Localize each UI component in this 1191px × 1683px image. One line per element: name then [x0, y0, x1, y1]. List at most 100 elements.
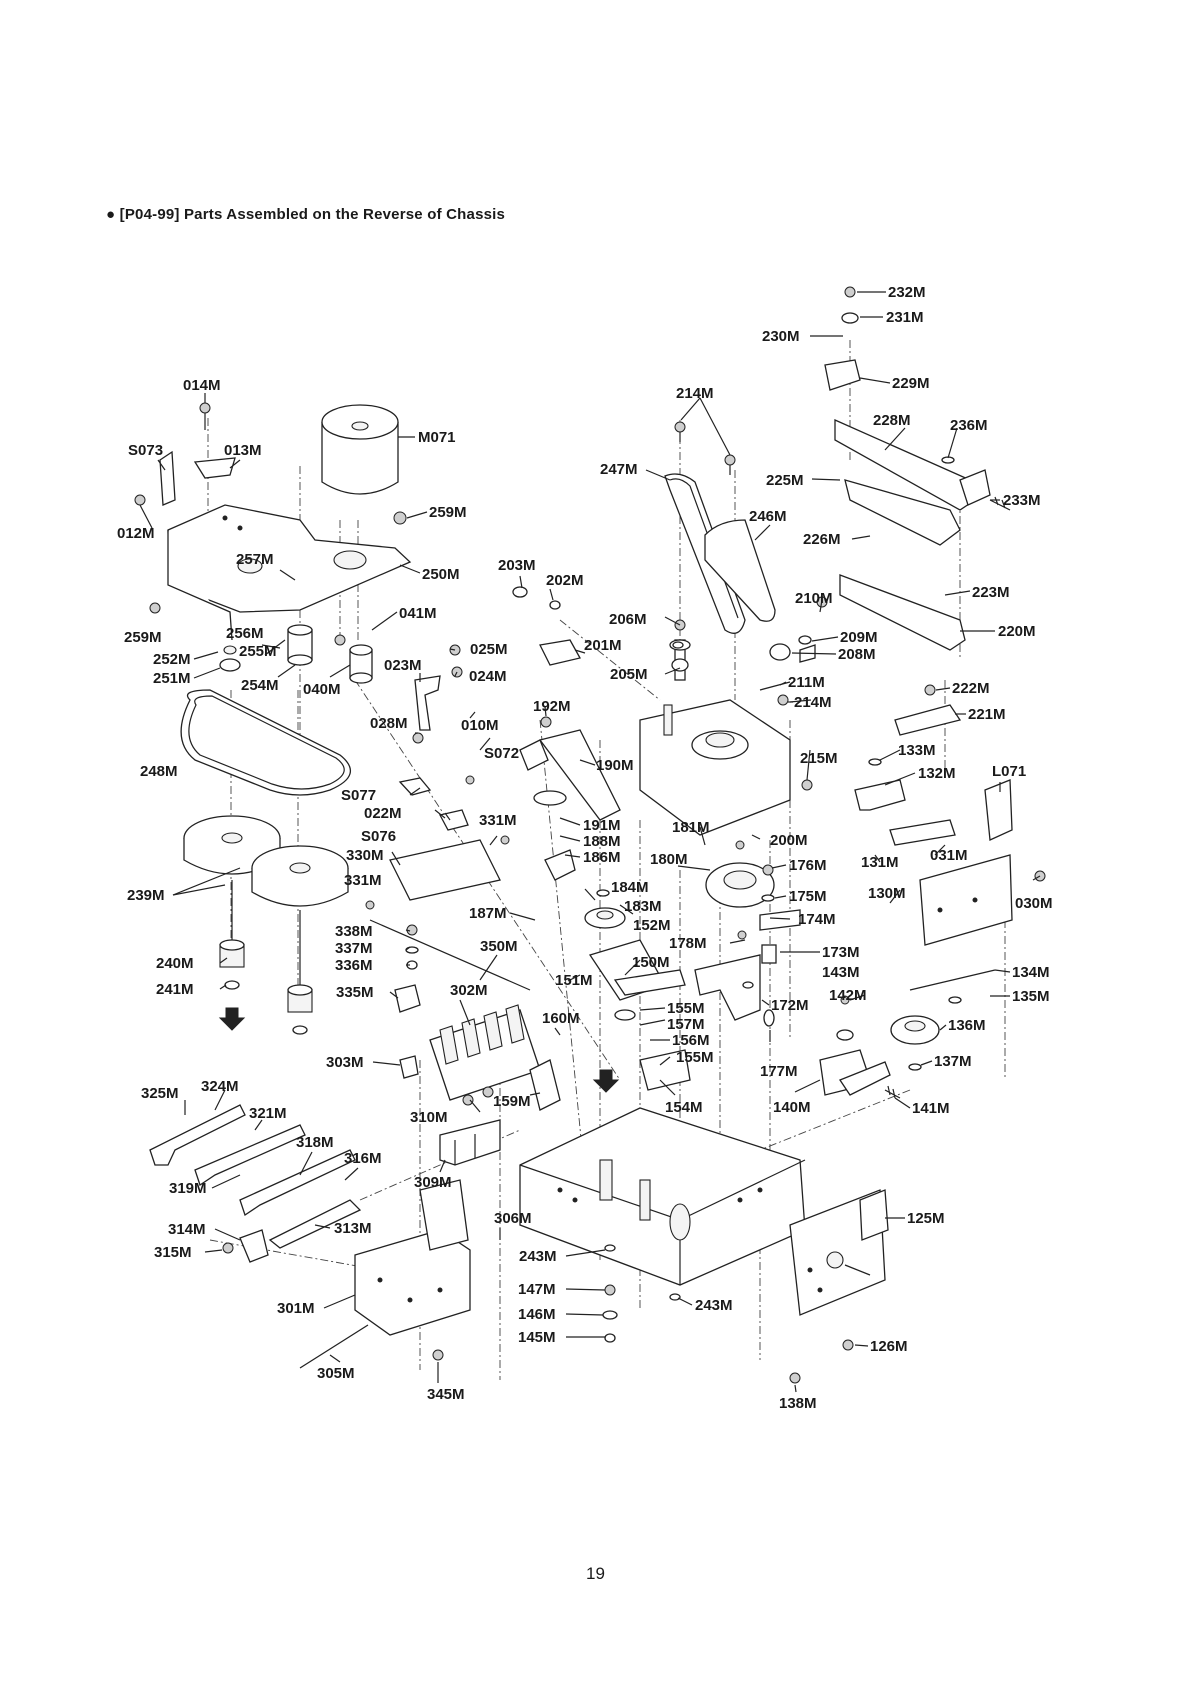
lever-cluster: [365, 644, 531, 991]
part-label-241m: 241M: [156, 981, 194, 998]
bracket-013m: [134, 402, 236, 614]
part-label-201m: 201M: [584, 637, 622, 654]
main-chassis: [519, 1107, 806, 1301]
part-label-150m: 150M: [632, 954, 670, 971]
part-label-256m: 256M: [226, 625, 264, 642]
part-label-226m: 226M: [803, 531, 841, 548]
part-label-173m: 173M: [822, 944, 860, 961]
part-label-200m: 200M: [770, 832, 808, 849]
screws-214m: [674, 421, 736, 475]
part-label-247m: 247M: [600, 461, 638, 478]
leader-lines: [139, 291, 1041, 1393]
part-label-211m: 211M: [788, 674, 825, 691]
part-label-l071: L071: [992, 763, 1026, 780]
part-label-186m: 186M: [583, 849, 621, 866]
part-label-132m: 132M: [918, 765, 956, 782]
part-label-202m: 202M: [546, 572, 584, 589]
part-label-210m: 210M: [795, 590, 833, 607]
small-parts-203m: [512, 586, 689, 672]
part-labels: 232M 231M 230M 229M 228M 236M 225M 233M …: [117, 284, 1053, 1412]
bracket-125m: [789, 1189, 889, 1384]
part-label-187m: 187M: [469, 905, 507, 922]
part-label-m071: M071: [418, 429, 456, 446]
part-label-181m: 181M: [672, 819, 710, 836]
part-label-190m: 190M: [596, 757, 634, 774]
part-label-135m: 135M: [1012, 988, 1050, 1005]
part-label-222m: 222M: [952, 680, 990, 697]
part-label-229m: 229M: [892, 375, 930, 392]
part-label-145m: 145M: [518, 1329, 556, 1346]
flywheels-239m: [183, 815, 349, 985]
part-label-330m: 330M: [346, 847, 384, 864]
part-label-331m-a: 331M: [479, 812, 517, 829]
part-label-205m: 205M: [610, 666, 648, 683]
part-label-192m: 192M: [533, 698, 571, 715]
part-label-126m: 126M: [870, 1338, 908, 1355]
part-label-025m: 025M: [470, 641, 508, 658]
part-label-147m: 147M: [518, 1281, 556, 1298]
title-text: [P04-99] Parts Assembled on the Reverse …: [119, 206, 506, 223]
part-label-325m: 325M: [141, 1085, 179, 1102]
part-label-130m: 130M: [868, 885, 906, 902]
part-label-176m: 176M: [789, 857, 827, 874]
belt-247m: [664, 473, 776, 634]
part-label-315m: 315M: [154, 1244, 192, 1261]
part-label-303m: 303M: [326, 1054, 364, 1071]
part-label-174m: 174M: [798, 911, 836, 928]
part-label-131m: 131M: [861, 854, 899, 871]
part-label-184m: 184M: [611, 879, 649, 896]
plate-130m: [919, 779, 1046, 946]
part-label-254m: 254M: [241, 677, 279, 694]
page-title: ● [P04-99] Parts Assembled on the Revers…: [106, 206, 505, 223]
part-label-137m: 137M: [934, 1053, 972, 1070]
part-label-246m: 246M: [749, 508, 787, 525]
part-label-236m: 236M: [950, 417, 988, 434]
part-label-154m: 154M: [665, 1099, 703, 1116]
part-label-220m: 220M: [998, 623, 1036, 640]
part-label-321m: 321M: [249, 1105, 287, 1122]
screws-147m: [602, 1284, 618, 1343]
part-label-233m: 233M: [1003, 492, 1041, 509]
part-label-319m: 319M: [169, 1180, 207, 1197]
arm-190m: [519, 716, 621, 881]
capstan-gears-240m: [218, 939, 313, 1035]
part-label-156m: 156M: [672, 1032, 710, 1049]
part-label-209m: 209M: [840, 629, 878, 646]
part-label-215m: 215M: [800, 750, 838, 767]
part-label-306m: 306M: [494, 1210, 532, 1227]
part-label-250m: 250M: [422, 566, 460, 583]
part-label-024m: 024M: [469, 668, 507, 685]
part-label-040m: 040M: [303, 681, 341, 698]
part-label-214m-b: 214M: [794, 694, 832, 711]
part-label-172m: 172M: [771, 997, 809, 1014]
part-label-143m: 143M: [822, 964, 860, 981]
lever-221m: [894, 684, 962, 736]
part-label-302m: 302M: [450, 982, 488, 999]
part-label-248m: 248M: [140, 763, 178, 780]
plate-132m: [854, 758, 956, 846]
part-label-243m-a: 243M: [519, 1248, 557, 1265]
part-label-313m: 313M: [334, 1220, 372, 1237]
part-label-155m-a: 155M: [667, 1000, 705, 1017]
part-label-s077: S077: [341, 787, 376, 804]
part-label-259m-b: 259M: [124, 629, 162, 646]
part-label-142m: 142M: [829, 987, 867, 1004]
part-label-240m: 240M: [156, 955, 194, 972]
part-label-183m: 183M: [624, 898, 662, 915]
part-label-252m: 252M: [153, 651, 191, 668]
part-label-221m: 221M: [968, 706, 1006, 723]
bracket-140m: [819, 1049, 901, 1099]
small-stack-338m: [394, 924, 421, 1013]
part-label-s073: S073: [128, 442, 163, 459]
part-label-s072: S072: [484, 745, 519, 762]
lever-142m: [836, 995, 854, 1041]
part-label-225m: 225M: [766, 472, 804, 489]
part-label-350m: 350M: [480, 938, 518, 955]
part-label-155m-b: 155M: [676, 1049, 714, 1066]
part-label-180m: 180M: [650, 851, 688, 868]
part-label-259m-a: 259M: [429, 504, 467, 521]
part-label-014m: 014M: [183, 377, 221, 394]
part-label-231m: 231M: [886, 309, 924, 326]
motor-m071: [321, 404, 399, 495]
